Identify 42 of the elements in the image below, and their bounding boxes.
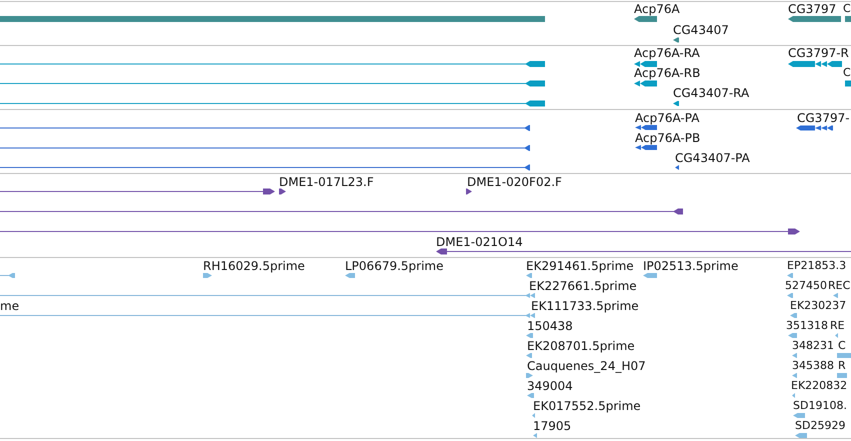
feature-label: DME1-021O14 bbox=[436, 235, 523, 249]
feature-label: C bbox=[843, 2, 851, 16]
feature-label: C bbox=[838, 338, 846, 352]
feature-label: EP21853.3 bbox=[787, 259, 846, 273]
feature-label: 345388 bbox=[792, 358, 834, 372]
feature-label: EK291461.5prime bbox=[526, 259, 634, 273]
feature-label: R bbox=[838, 358, 846, 372]
feature-label: me bbox=[0, 298, 20, 312]
feature-label: EK220832 bbox=[791, 378, 848, 392]
feature-label: CG43407-RA bbox=[673, 86, 750, 100]
feature-label: DME1-020F02.F bbox=[467, 175, 562, 189]
feature-label: Acp76A-RA bbox=[634, 46, 700, 60]
feature-label: C bbox=[843, 66, 851, 80]
feature-label: SD19108. bbox=[793, 398, 847, 412]
feature-label: RH16029.5prime bbox=[203, 259, 305, 273]
feature-label: EK017552.5prime bbox=[533, 398, 641, 412]
feature-label: 17905 bbox=[533, 418, 572, 432]
feature-label: EK227661.5prime bbox=[529, 279, 637, 293]
feature-label: EK230237 bbox=[790, 298, 846, 312]
feature-label: RE bbox=[830, 318, 845, 332]
feature-label: Acp76A-PA bbox=[635, 111, 700, 125]
feature-label: 349004 bbox=[527, 378, 573, 392]
feature-label: CG3797 bbox=[788, 2, 836, 16]
feature-label: 527450 bbox=[785, 279, 827, 293]
feature-label: CG43407-PA bbox=[675, 151, 750, 165]
feature-label: Acp76A bbox=[634, 2, 680, 16]
feature-label: EK208701.5prime bbox=[527, 338, 635, 352]
feature-label: SD25929 bbox=[795, 418, 846, 432]
feature-label: IP02513.5prime bbox=[643, 259, 738, 273]
feature-label: LP06679.5prime bbox=[345, 259, 444, 273]
feature-label: CG3797-R bbox=[788, 46, 849, 60]
feature-label: CG3797- bbox=[797, 111, 850, 125]
feature-label: EK111733.5prime bbox=[531, 298, 639, 312]
feature-label: DME1-017L23.F bbox=[279, 175, 374, 189]
feature-label: 351318 bbox=[786, 318, 828, 332]
feature-label: REC bbox=[828, 279, 850, 293]
feature-label: Acp76A-PB bbox=[635, 131, 700, 145]
feature-label: CG43407 bbox=[673, 23, 729, 37]
feature-label: Cauquenes_24_H07 bbox=[527, 358, 646, 372]
feature-label: 348231 bbox=[792, 338, 834, 352]
feature-label: Acp76A-RB bbox=[634, 66, 700, 80]
feature-label: 150438 bbox=[527, 318, 573, 332]
